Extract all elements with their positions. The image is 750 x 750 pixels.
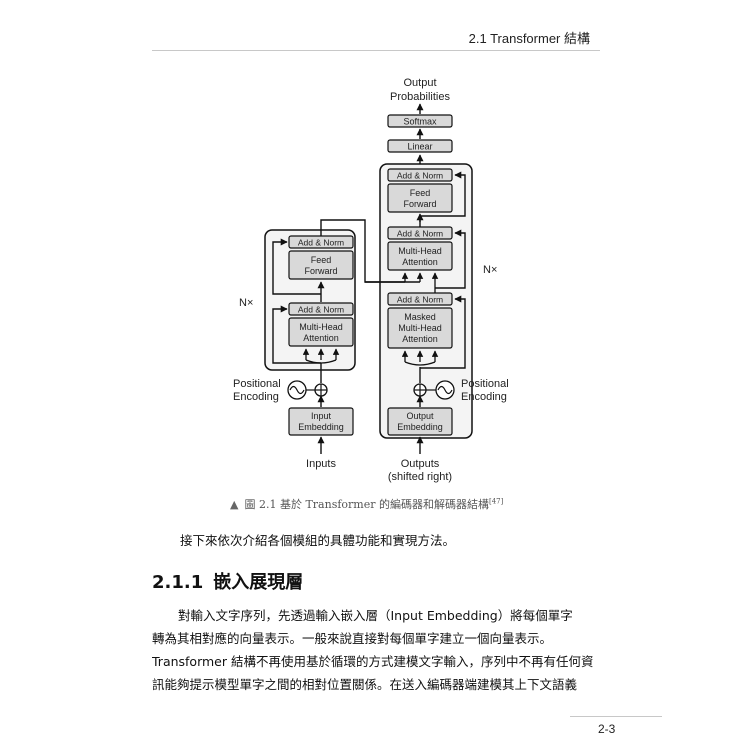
masked-label-3: Attention	[402, 334, 438, 344]
caption-marker: ▲	[230, 498, 239, 511]
softmax-label: Softmax	[403, 117, 437, 127]
footer-rule	[570, 716, 662, 717]
section-title: 嵌入展現層	[213, 572, 304, 593]
encoder-multi-head-attention	[288, 317, 354, 347]
encoder-mha-label-2: Attention	[303, 333, 339, 343]
decoder-add-norm-2-label: Add & Norm	[397, 229, 443, 239]
encoder-nx-label: N×	[239, 297, 253, 309]
output-embedding-block	[387, 407, 453, 436]
encoder-ff-label-1: Feed	[311, 255, 332, 265]
decoder-positional-label-1: Positional	[461, 378, 509, 390]
input-embedding-block	[288, 407, 354, 436]
decoder-feed-forward-label-1: Feed	[410, 188, 431, 198]
output-embedding-label-1: Output	[406, 411, 434, 421]
section-number: 2.1.1	[152, 572, 204, 593]
decoder-nx-label: N×	[483, 264, 497, 276]
transformer-diagram: Output Probabilities Softmax Linear Add …	[215, 70, 535, 490]
decoder-add-norm-2	[387, 226, 453, 240]
decoder-mha-label-1: Multi-Head	[398, 246, 442, 256]
caption-reference: [47]	[488, 497, 504, 506]
decoder-add-norm-1	[387, 292, 453, 306]
masked-label-2: Multi-Head	[398, 323, 442, 333]
decoder-mha-label-2: Attention	[402, 257, 438, 267]
encoder-add-norm-1	[288, 302, 354, 316]
decoder-add-norm-3-label: Add & Norm	[397, 171, 443, 181]
encoder-add-norm-1-label: Add & Norm	[298, 305, 344, 315]
decoder-add-norm-3	[387, 168, 453, 182]
intro-paragraph: 接下來依次介紹各個模組的具體功能和實現方法。	[180, 533, 456, 548]
page-number: 2-3	[598, 722, 616, 736]
encoder-positional-label-1: Positional	[233, 378, 281, 390]
decoder-positional-label-2: Encoding	[461, 391, 507, 403]
encoder-positional-label-2: Encoding	[233, 391, 279, 403]
input-embedding-label-1: Input	[311, 411, 332, 421]
outputs-label-1: Outputs	[401, 458, 440, 470]
body-line-2: 轉為其相對應的向量表示。一般來說直接對每個單字建立一個向量表示。	[152, 631, 553, 646]
running-head: 2.1 Transformer 結構	[468, 31, 590, 46]
output-probabilities-label-1: Output	[403, 77, 436, 89]
decoder-multi-head-attention	[387, 241, 453, 271]
figure-caption: ▲ 圖 2.1 基於 Transformer 的編碼器和解碼器結構[47]	[230, 496, 610, 512]
encoder-mha-label-1: Multi-Head	[299, 322, 343, 332]
inputs-label: Inputs	[306, 458, 336, 470]
decoder-add-norm-1-label: Add & Norm	[397, 295, 443, 305]
encoder-feed-forward	[288, 250, 354, 280]
body-line-1: 對輸入文字序列，先透過輸入嵌入層（Input Embedding）將每個單字	[178, 608, 573, 623]
output-probabilities-label-2: Probabilities	[390, 91, 450, 103]
output-embedding-label-2: Embedding	[397, 422, 443, 432]
softmax-block	[387, 114, 453, 128]
decoder-feed-forward	[387, 183, 453, 213]
decoder-masked-multi-head-attention	[387, 307, 453, 349]
body-paragraph: 對輸入文字序列，先透過輸入嵌入層（Input Embedding）將每個單字 轉…	[152, 604, 602, 696]
outputs-label-2: (shifted right)	[388, 471, 452, 483]
linear-block	[387, 139, 453, 153]
input-embedding-label-2: Embedding	[298, 422, 344, 432]
caption-text: 圖 2.1 基於 Transformer 的編碼器和解碼器結構	[244, 498, 489, 511]
masked-label-1: Masked	[404, 312, 436, 322]
body-line-4: 訊能夠提示模型單字之間的相對位置關係。在送入編碼器端建模其上下文語義	[152, 677, 578, 692]
header-rule	[152, 50, 600, 51]
encoder-ff-label-2: Forward	[304, 266, 337, 276]
section-heading: 2.1.1 嵌入展現層	[152, 568, 303, 594]
linear-label: Linear	[407, 142, 432, 152]
body-line-3: Transformer 結構不再使用基於循環的方式建模文字輸入，序列中不再有任何…	[152, 654, 594, 669]
decoder-feed-forward-label-2: Forward	[403, 199, 436, 209]
encoder-add-norm-2-label: Add & Norm	[298, 238, 344, 248]
